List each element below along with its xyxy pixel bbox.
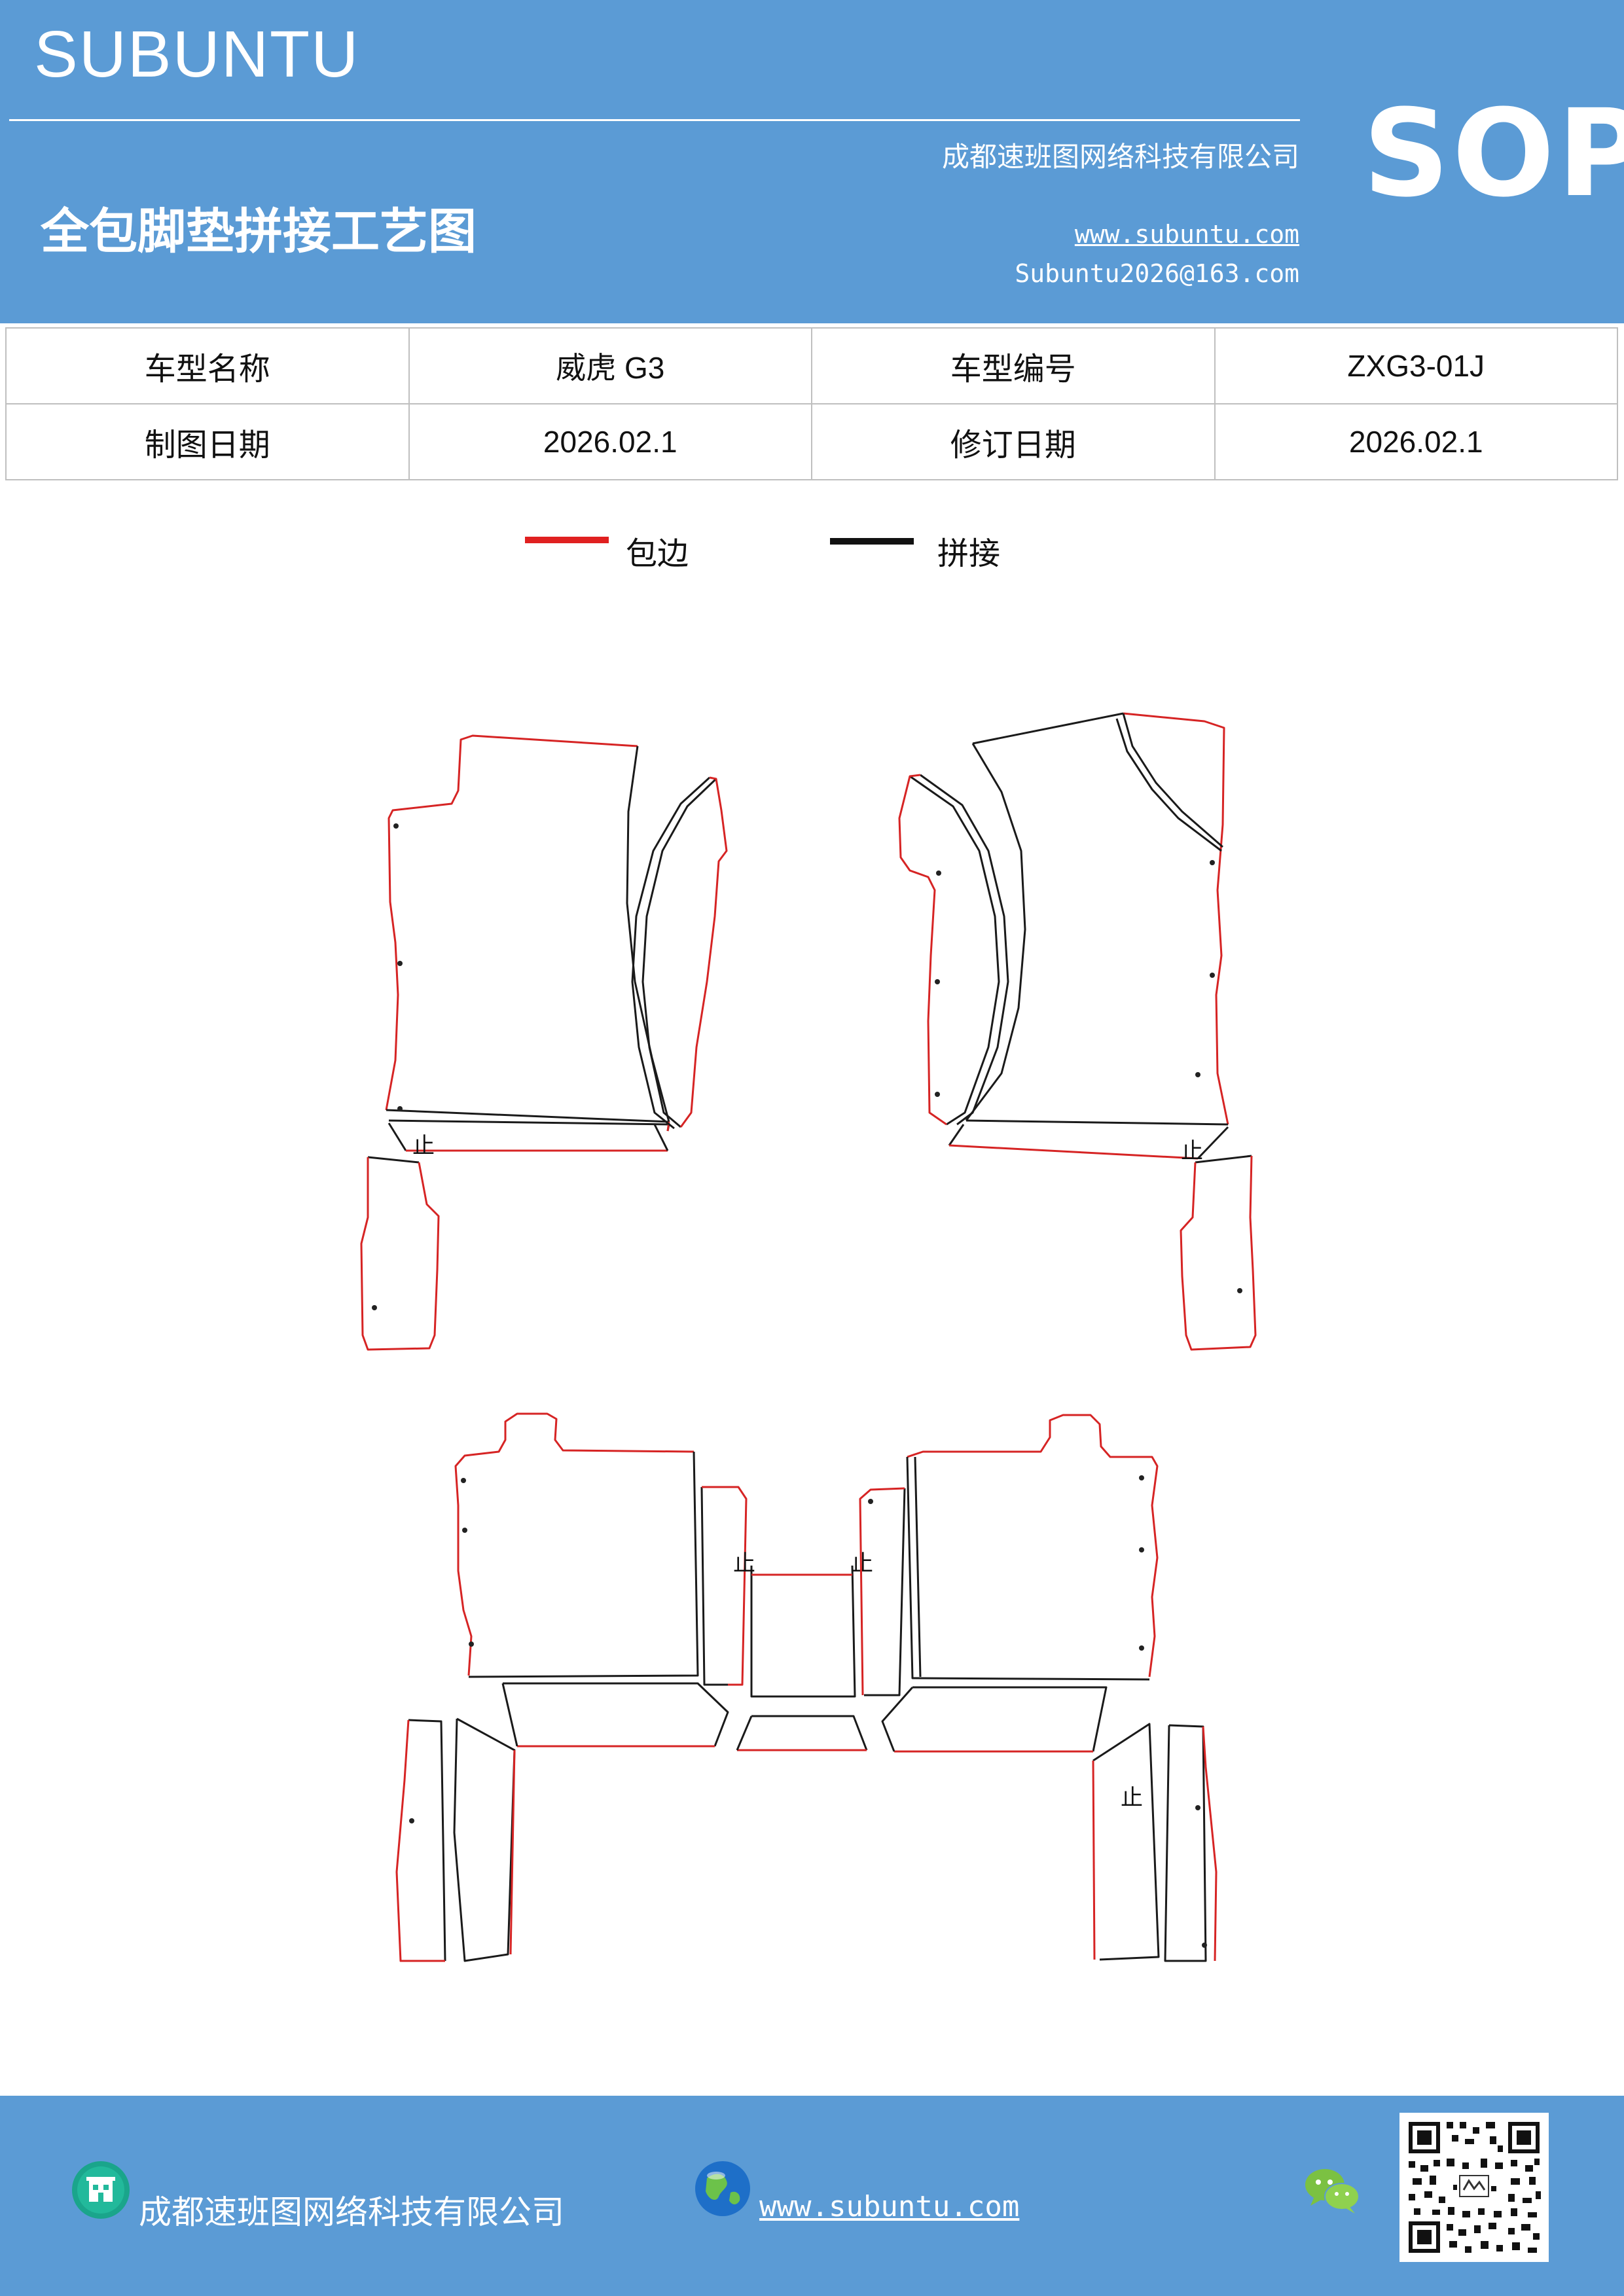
center-tunnel-piece: 止 止 — [733, 1551, 873, 1698]
model-code-value: ZXG3-01J — [1214, 327, 1618, 404]
center-front-strip — [736, 1715, 868, 1751]
draw-date-value: 2026.02.1 — [408, 403, 812, 480]
vehicle-info-table: 车型名称 威虎 G3 车型编号 ZXG3-01J 制图日期 2026.02.1 … — [5, 327, 1618, 480]
website-link[interactable]: www.subuntu.com — [1074, 220, 1299, 249]
stop-mark: 止 — [851, 1551, 873, 1577]
footer-company-name: 成都速班图网络科技有限公司 — [139, 2193, 564, 2231]
front-left-front-strip: 止 — [388, 1122, 669, 1159]
header-banner: SUBUNTU 成都速班图网络科技有限公司 全包脚垫拼接工艺图 www.subu… — [0, 0, 1624, 323]
front-left-mat — [385, 734, 670, 1132]
rear-left-side-pieces — [395, 1717, 516, 1962]
rear-left-center-strip — [700, 1486, 748, 1686]
table-row: 制图日期 2026.02.1 修订日期 2026.02.1 — [5, 403, 1618, 480]
rear-left-mat — [454, 1412, 699, 1678]
building-icon — [72, 2161, 130, 2219]
revision-date-label: 修订日期 — [811, 403, 1216, 480]
table-row: 车型名称 威虎 G3 车型编号 ZXG3-01J — [5, 327, 1618, 404]
brand-name: SUBUNTU — [34, 18, 360, 91]
legend-edging-swatch — [525, 537, 609, 543]
floor-mat-pattern-drawing: 止 止 — [360, 712, 1257, 1962]
rear-right-front-strip — [881, 1686, 1108, 1753]
rear-right-mat — [906, 1414, 1159, 1681]
footer-banner: 成都速班图网络科技有限公司 www.subuntu.com — [0, 2096, 1624, 2296]
wechat-icon — [1305, 2169, 1360, 2214]
rear-right-center-strip — [859, 1487, 906, 1696]
stop-mark: 止 — [1181, 1138, 1203, 1164]
front-right-side-strip — [898, 774, 1009, 1126]
company-name: 成都速班图网络科技有限公司 — [941, 141, 1299, 173]
model-name-value: 威虎 G3 — [408, 327, 812, 404]
sop-badge: SOP — [1363, 84, 1624, 224]
front-left-side-strip — [631, 776, 728, 1130]
legend-splice-label: 拼接 — [937, 535, 1001, 572]
rear-left-front-strip — [501, 1682, 729, 1748]
front-right-mat — [965, 712, 1229, 1126]
model-name-label: 车型名称 — [5, 327, 410, 404]
legend-edging-label: 包边 — [626, 535, 689, 572]
front-right-front-strip: 止 — [948, 1124, 1229, 1164]
rear-right-side-pieces: 止 — [1092, 1723, 1218, 1962]
revision-date-value: 2026.02.1 — [1214, 403, 1618, 480]
draw-date-label: 制图日期 — [5, 403, 410, 480]
page-title: 全包脚垫拼接工艺图 — [41, 204, 477, 260]
front-left-footrest — [360, 1156, 440, 1351]
stop-mark: 止 — [733, 1551, 755, 1577]
globe-icon — [695, 2161, 750, 2216]
model-code-label: 车型编号 — [811, 327, 1216, 404]
stop-mark: 止 — [412, 1133, 435, 1159]
front-right-footrest — [1180, 1155, 1257, 1351]
qr-code[interactable] — [1399, 2113, 1549, 2262]
stop-mark: 止 — [1121, 1785, 1143, 1811]
legend-splice-swatch — [830, 538, 914, 545]
header-divider — [9, 119, 1300, 121]
footer-website-link[interactable]: www.subuntu.com — [759, 2190, 1020, 2223]
qr-code-pattern — [1399, 2113, 1549, 2262]
email-address: Subuntu2026@163.com — [1015, 259, 1299, 288]
